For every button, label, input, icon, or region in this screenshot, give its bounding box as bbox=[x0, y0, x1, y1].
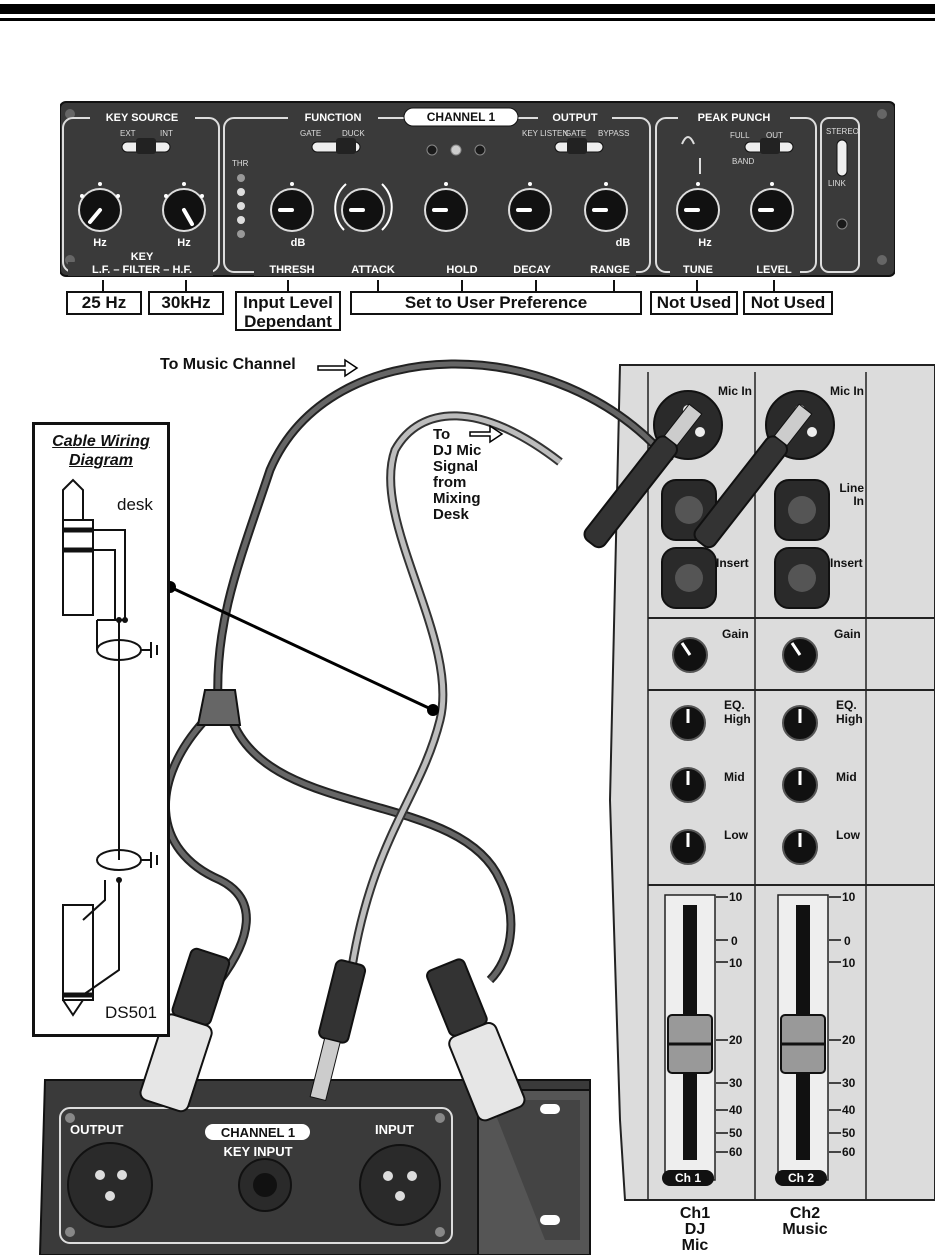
input-label-rear: INPUT bbox=[375, 1122, 414, 1137]
scale-ch1-50: 50 bbox=[729, 1126, 743, 1140]
band-label: BAND bbox=[732, 157, 754, 166]
level-label: LEVEL bbox=[756, 264, 792, 276]
setting-brackets bbox=[102, 280, 775, 292]
scale-ch2-20: 20 bbox=[842, 1033, 856, 1047]
hf-setting-box: 30kHz bbox=[148, 291, 224, 315]
channel-label-rear: CHANNEL 1 bbox=[220, 1125, 296, 1140]
mic-in-label-1: Mic In bbox=[718, 384, 753, 398]
scale-ch1-60: 60 bbox=[729, 1145, 743, 1159]
insert-label-2: Insert bbox=[830, 556, 863, 570]
mid-label-1: Mid bbox=[724, 770, 745, 784]
level-setting-box: Not Used bbox=[743, 291, 833, 315]
thresh-label: THRESH bbox=[269, 264, 314, 276]
line-in-label-2: Line In bbox=[839, 481, 864, 508]
duck-label: DUCK bbox=[342, 129, 365, 138]
ch1-caption-line-1: Ch1 bbox=[679, 1205, 711, 1222]
eq-high-label-1: EQ. High bbox=[724, 698, 751, 726]
scale-ch1-10-top: 10 bbox=[729, 890, 743, 904]
ch2-caption-line-2: Music bbox=[782, 1221, 828, 1238]
filter-label: L.F. – FILTER – H.F. bbox=[92, 264, 192, 276]
int-label: INT bbox=[160, 129, 173, 138]
gain-label-2: Gain bbox=[834, 627, 861, 641]
thr-label: THR bbox=[232, 159, 249, 168]
ch1-caption: Ch1 DJ Mic bbox=[665, 1206, 725, 1254]
to-dj-label-5: Mixing bbox=[433, 490, 481, 507]
top-rule-thin bbox=[0, 18, 935, 21]
output-label: OUTPUT bbox=[552, 112, 598, 124]
key-source-label: KEY SOURCE bbox=[106, 112, 179, 124]
top-rule bbox=[0, 4, 935, 14]
key-label: KEY bbox=[131, 251, 154, 263]
thresh-db-label: dB bbox=[291, 237, 306, 249]
to-dj-label-1: To bbox=[433, 426, 451, 443]
gate-out-label: GATE bbox=[565, 129, 586, 138]
scale-ch2-10-top: 10 bbox=[842, 890, 856, 904]
scale-ch2-30: 30 bbox=[842, 1076, 856, 1090]
ch2-caption: Ch2 Music bbox=[770, 1206, 840, 1238]
scale-ch1-10: 10 bbox=[729, 956, 743, 970]
ch2-badge: Ch 2 bbox=[787, 1171, 814, 1185]
hf-hz-label: Hz bbox=[177, 237, 191, 249]
scale-ch1-30: 30 bbox=[729, 1076, 743, 1090]
thresh-setting-box: Input Level Dependant bbox=[235, 291, 341, 331]
cable-illustration bbox=[38, 358, 935, 1255]
gate-label: GATE bbox=[300, 129, 321, 138]
bypass-label: BYPASS bbox=[598, 129, 629, 138]
function-label: FUNCTION bbox=[305, 112, 362, 124]
channel-1-label: CHANNEL 1 bbox=[427, 110, 496, 124]
to-dj-label-6: Desk bbox=[433, 506, 469, 523]
ch1-badge: Ch 1 bbox=[674, 1171, 701, 1185]
decay-label: DECAY bbox=[513, 264, 551, 276]
full-label: FULL bbox=[730, 131, 750, 140]
to-dj-label-2: DJ Mic bbox=[433, 442, 482, 459]
key-input-label: KEY INPUT bbox=[223, 1144, 293, 1159]
lf-setting-box: 25 Hz bbox=[66, 291, 142, 315]
tune-label: TUNE bbox=[683, 264, 713, 276]
out-label: OUT bbox=[766, 131, 783, 140]
mic-in-label-2: Mic In bbox=[830, 384, 865, 398]
insert-label-1: Insert bbox=[716, 556, 749, 570]
hold-label: HOLD bbox=[446, 264, 477, 276]
to-dj-label-3: Signal bbox=[433, 458, 479, 475]
mid-label-2: Mid bbox=[836, 770, 857, 784]
range-label: RANGE bbox=[590, 264, 630, 276]
link-label: LINK bbox=[828, 179, 846, 188]
ext-label: EXT bbox=[120, 129, 136, 138]
low-label-2: Low bbox=[836, 828, 860, 842]
scale-ch2-50: 50 bbox=[842, 1126, 856, 1140]
desk-label: desk bbox=[117, 495, 153, 514]
wiring-title-2: Diagram bbox=[68, 452, 134, 469]
ds501-label: DS501 bbox=[105, 1003, 157, 1022]
scale-ch1-0: 0 bbox=[731, 934, 738, 948]
to-music-label: To Music Channel bbox=[160, 356, 296, 373]
scale-ch2-60: 60 bbox=[842, 1145, 856, 1159]
eq-high-label-2: EQ. High bbox=[836, 698, 863, 726]
scale-ch2-10: 10 bbox=[842, 956, 856, 970]
cable-wiring-diagram: Cable Wiring Diagram desk DS501 bbox=[32, 422, 170, 1037]
attack-label: ATTACK bbox=[351, 264, 395, 276]
ch2-caption-line-1: Ch2 bbox=[789, 1205, 821, 1222]
to-dj-label-4: from bbox=[433, 474, 467, 491]
front-panel: KEY SOURCE EXT INT FUNCTION GATE DUCK CH… bbox=[60, 101, 895, 277]
tune-hz-label: Hz bbox=[698, 237, 712, 249]
ch1-caption-line-3: Mic bbox=[681, 1237, 709, 1254]
stereo-label: STEREO bbox=[826, 127, 859, 136]
range-db-label: dB bbox=[616, 237, 631, 249]
user-pref-box: Set to User Preference bbox=[350, 291, 642, 315]
scale-ch1-40: 40 bbox=[729, 1103, 743, 1117]
ch1-caption-line-2: DJ bbox=[684, 1221, 706, 1238]
low-label-1: Low bbox=[724, 828, 748, 842]
scale-ch2-0: 0 bbox=[844, 934, 851, 948]
tune-setting-box: Not Used bbox=[650, 291, 738, 315]
lf-hz-label: Hz bbox=[93, 237, 107, 249]
gain-label-1: Gain bbox=[722, 627, 749, 641]
key-listen-label: KEY LISTEN bbox=[522, 129, 568, 138]
scale-ch2-40: 40 bbox=[842, 1103, 856, 1117]
output-label-rear: OUTPUT bbox=[70, 1122, 124, 1137]
wiring-schematic bbox=[62, 478, 158, 1017]
wiring-title-1: Cable Wiring bbox=[52, 433, 150, 450]
scale-ch1-20: 20 bbox=[729, 1033, 743, 1047]
peak-punch-label: PEAK PUNCH bbox=[698, 112, 771, 124]
